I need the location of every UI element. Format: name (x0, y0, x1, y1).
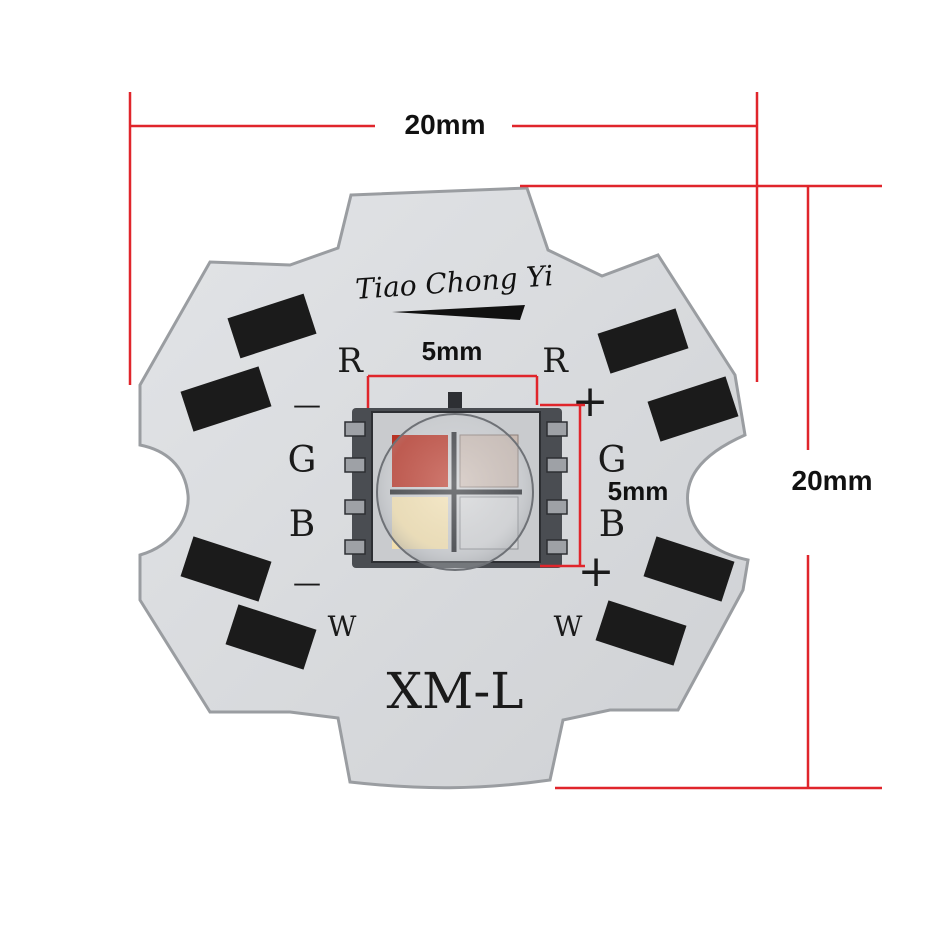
solder-pads (180, 293, 739, 670)
pad-left-4 (225, 604, 317, 670)
led-package (344, 392, 568, 571)
label-plus-top: + (572, 376, 609, 427)
width-dimension-label: 20mm (405, 109, 486, 140)
label-w-right: W (554, 610, 583, 643)
label-b-left: B (289, 504, 315, 545)
pad-left-2 (180, 366, 272, 432)
die-width-label: 5mm (422, 336, 483, 366)
silkscreen-markings: R R — + G G B B — + W W XM-L (288, 341, 627, 720)
label-r-right: R (542, 341, 569, 381)
led-lens (376, 413, 534, 571)
label-minus-bottom: — (293, 566, 321, 599)
pad-right-1 (597, 308, 689, 374)
led-pins (344, 421, 568, 555)
label-w-left: W (328, 610, 357, 643)
die-height-label: 5mm (608, 476, 669, 506)
label-plus-bottom: + (578, 546, 615, 597)
label-g-right: G (598, 440, 627, 481)
height-dimension-label: 20mm (792, 465, 873, 496)
label-b-right: B (599, 504, 625, 545)
pad-right-3 (643, 536, 735, 602)
label-g-left: G (288, 440, 317, 481)
dimension-lines (128, 92, 882, 790)
label-minus-top: — (293, 388, 321, 421)
pad-right-4 (595, 600, 687, 666)
label-r-left: R (337, 341, 364, 381)
led-top-notch (448, 392, 462, 408)
pad-right-2 (647, 376, 739, 442)
pad-left-1 (227, 293, 317, 359)
model-label: XM-L (387, 662, 524, 720)
pad-left-3 (180, 536, 272, 602)
